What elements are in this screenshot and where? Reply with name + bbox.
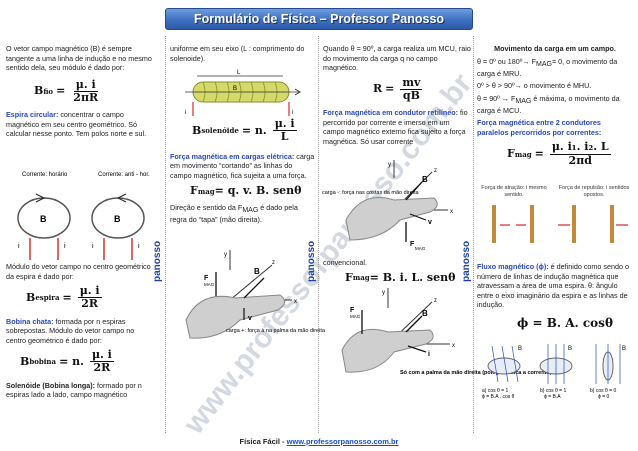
footer-prefix: Física Fácil - <box>239 437 287 446</box>
modulo-text: Módulo do vetor campo no centro geométri… <box>6 262 151 281</box>
flux-c: b) cos θ = 0 <box>590 388 616 394</box>
fluxo-text: Fluxo magnético (ϕ): é definido como sen… <box>477 262 629 309</box>
label-f: F <box>350 307 355 314</box>
parallel-wires-figure: Força de atração: i mesmo sentido. Força… <box>481 185 630 243</box>
column-4: Movimento da carga em um campo. θ = 0º o… <box>477 44 633 171</box>
hand-caption: carga +: força à na palma da mão direita <box>226 328 326 334</box>
label-v: v <box>428 219 432 226</box>
espira-figure: Corrente: horário Corrente: anti - hor. … <box>17 172 150 260</box>
forca-text: Força magnética em cargas elétrica: carg… <box>170 151 315 180</box>
convencional-text: convencional. <box>323 258 367 267</box>
mov-item-1: θ = 0º ou 180º→ FMAG= 0, o movimento da … <box>477 56 618 78</box>
axis-z: z <box>434 168 437 174</box>
label-i: i <box>185 110 186 116</box>
column-4-bottom: Fluxo magnético (ϕ): é definido como sen… <box>477 262 633 335</box>
mov-item-2: 0º > θ > 90º→ o movimento é MHU. <box>477 81 592 91</box>
label-v: v <box>248 315 252 322</box>
label-f-sub: MAG <box>415 246 426 251</box>
bobina-text: Bobina chata: formada por n espiras sobr… <box>6 316 135 345</box>
label-f: F <box>410 241 415 248</box>
label-b: B <box>40 214 47 224</box>
flux-a2: ϕ = B.A . cos θ <box>482 394 515 400</box>
axis-z: z <box>434 298 437 304</box>
hand-caption-2: Só com a palma da mão direita (polegar i… <box>400 370 551 376</box>
label-i: i <box>138 243 140 250</box>
label-b: B <box>422 309 428 318</box>
axis-y: y <box>382 290 385 296</box>
label-b: B <box>114 214 121 224</box>
flux-b2: ϕ = B.A <box>544 394 561 400</box>
column-divider <box>473 36 474 433</box>
column-2: uniforme em seu eixo (L : comprimento do… <box>170 44 315 66</box>
formula-fluxo: ϕ = B. A. cosθ <box>517 315 613 330</box>
hand-palm-figure: y z x B F MAG i Só com a palma da mão di… <box>341 288 551 376</box>
label-f-sub: MAG <box>350 314 361 319</box>
hand-caption-1: carga -: força nas costas da mão direita <box>322 190 420 196</box>
label-i: i <box>64 243 66 250</box>
right-hand-figure: y z x B F MAG v carga +: força à na palm… <box>185 250 326 339</box>
label-b: B <box>254 267 260 276</box>
axis-y: y <box>388 162 391 168</box>
label-i: i <box>292 110 293 116</box>
axis-x: x <box>452 343 455 349</box>
mcu-text: Quando θ = 90º, a carga realiza um MCU, … <box>323 44 471 72</box>
direcao-text: Direção e sentido da FMAG é dado pela re… <box>170 202 298 224</box>
label-f: F <box>204 275 209 282</box>
column-1: O vetor campo magnético (B) é sempre tan… <box>6 44 156 142</box>
label-i: i <box>18 243 20 250</box>
condutor-text: Força magnética em condutor retilíneo: f… <box>323 108 468 146</box>
label-anti: Corrente: anti - hor. <box>98 172 150 178</box>
column-3: Quando θ = 90º, a carga realiza um MCU, … <box>323 44 471 149</box>
axis-y: y <box>224 252 227 258</box>
solenoid-figure: L B i i <box>185 70 301 116</box>
label-b: B <box>568 346 572 352</box>
footer-link[interactable]: www.professorpanosso.com.br <box>286 437 399 446</box>
mov-title: Movimento da carga em um campo. <box>494 44 616 53</box>
column-divider <box>318 36 319 433</box>
label-i: i <box>92 243 94 250</box>
label-b: B <box>518 346 522 352</box>
axis-x: x <box>294 299 297 305</box>
solenoide-text: Solenóide (Bobina longa): formado por n … <box>6 380 142 400</box>
label-b: B <box>233 86 237 92</box>
footer: Física Fácil - www.professorpanosso.com.… <box>0 437 638 447</box>
atracao-label: Força de atração: i mesmo sentido. <box>481 185 547 198</box>
solenoide-cont: uniforme em seu eixo (L : comprimento do… <box>170 44 305 63</box>
flux-c2: ϕ = 0 <box>598 394 609 400</box>
flux-b: b) cos θ = 1 <box>540 388 566 394</box>
label-b: B <box>622 346 626 352</box>
page-title: Formulário de Física – Professor Panosso <box>165 8 473 30</box>
hand-negative-figure: carga -: força nas costas da mão direita… <box>322 160 453 251</box>
espira-text: Espira circular: concentrar o campo magn… <box>6 110 147 139</box>
label-horario: Corrente: horário <box>22 172 68 178</box>
paralelos-text: Força magnética entre 2 condutores paral… <box>477 118 602 137</box>
mov-item-3: θ = 90º → FMAG é máxima, o movimento da … <box>477 93 620 115</box>
axis-x: x <box>450 209 453 215</box>
label-l: L <box>237 70 241 76</box>
flux-a: a) cos θ = 1 <box>482 388 508 394</box>
flux-figure: B B B a) cos θ = 1 ϕ = B.A . cos θ b) co… <box>482 344 626 400</box>
column-divider <box>165 36 166 433</box>
repulsao-label: Força de repulsão: i sentidos opostos. <box>558 185 630 198</box>
label-b: B <box>422 175 428 184</box>
label-i: i <box>428 351 430 358</box>
label-f-sub: MAG <box>204 282 215 287</box>
axis-z: z <box>272 260 275 266</box>
intro-text: O vetor campo magnético (B) é sempre tan… <box>6 44 152 72</box>
column-1-bottom: Módulo do vetor campo no centro geométri… <box>6 262 156 403</box>
